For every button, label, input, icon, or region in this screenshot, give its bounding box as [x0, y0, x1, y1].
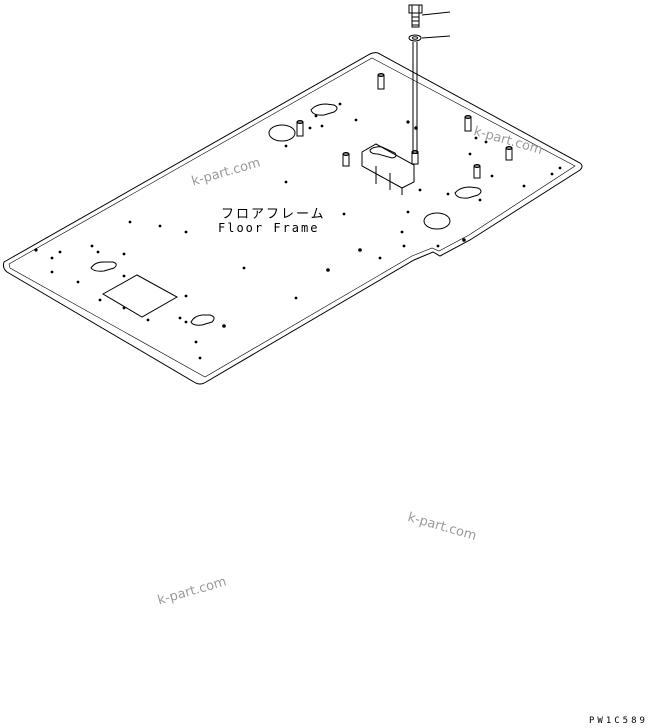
washer-icon [408, 34, 422, 42]
studs [296, 73, 513, 179]
round-holes [268, 124, 451, 230]
bolt-icon [408, 4, 423, 28]
mounting-bracket [361, 143, 415, 195]
drawing-code: PW1C589 [589, 716, 648, 726]
part-name-english: Floor Frame [218, 221, 320, 235]
rectangular-opening [101, 274, 179, 318]
mounting-holes [34, 102, 562, 360]
part-name-japanese: フロアフレーム [221, 207, 326, 222]
slot-cutouts [90, 103, 482, 326]
floor-frame-plate [2, 52, 583, 385]
leader-lines [412, 11, 451, 154]
